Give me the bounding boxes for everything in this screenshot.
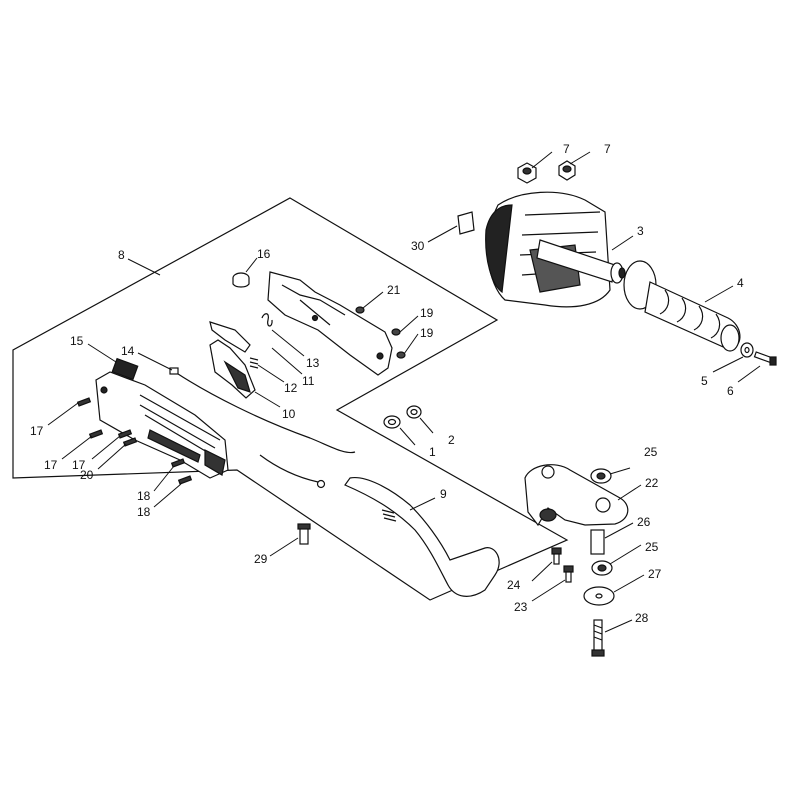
screw-6 (753, 351, 777, 366)
nut-7b (558, 160, 576, 181)
label-6: 6 (727, 384, 734, 398)
label-24: 24 (507, 578, 521, 592)
label-23: 23 (514, 600, 528, 614)
spring-12 (249, 357, 259, 369)
spacers-25 (590, 468, 613, 576)
label-1: 1 (429, 445, 436, 459)
nuts-19 (391, 328, 406, 359)
label-12: 12 (284, 381, 298, 395)
label-22: 22 (645, 476, 659, 490)
label-17a: 17 (30, 424, 44, 438)
hand-grip (623, 260, 741, 352)
label-19a: 19 (420, 306, 434, 320)
handle-housing-left (95, 371, 229, 479)
collars-1-2 (383, 405, 422, 429)
cap-16 (232, 272, 250, 288)
label-17b: 17 (44, 458, 58, 472)
label-28: 28 (635, 611, 649, 625)
loop-handle-9 (344, 476, 500, 597)
throttle-lever-11 (209, 321, 251, 353)
label-10: 10 (282, 407, 296, 421)
nut-7a (517, 162, 537, 184)
label-2: 2 (448, 433, 455, 447)
assembly-8-outline (12, 197, 569, 601)
screws-18 (170, 458, 193, 485)
leader-lines (47, 151, 761, 633)
label-17c: 17 (72, 458, 86, 472)
label-13: 13 (306, 356, 320, 370)
label-21: 21 (387, 283, 401, 297)
part-labels: 1 2 3 4 5 6 7 7 8 9 10 11 12 13 14 15 16… (30, 142, 744, 625)
label-4: 4 (737, 276, 744, 290)
bolts-23-24 (551, 547, 574, 583)
sleeve-26 (590, 529, 605, 555)
switch-15 (111, 357, 139, 381)
handle-housing-right (267, 271, 393, 376)
washer-27 (583, 586, 615, 606)
label-7b: 7 (604, 142, 611, 156)
label-27: 27 (648, 567, 662, 581)
nut-21 (355, 306, 365, 314)
label-7a: 7 (563, 142, 570, 156)
label-16: 16 (257, 247, 271, 261)
label-19b: 19 (420, 326, 434, 340)
bolt-29 (297, 523, 311, 545)
label-11: 11 (302, 374, 315, 388)
label-25b: 25 (645, 540, 659, 554)
drive-shaft (536, 239, 626, 284)
label-26: 26 (637, 515, 651, 529)
label-25a: 25 (644, 445, 658, 459)
label-15: 15 (70, 334, 84, 348)
wire-harness (259, 454, 326, 489)
washer-5 (740, 342, 754, 358)
label-18a: 18 (137, 489, 151, 503)
label-5: 5 (701, 374, 708, 388)
label-18b: 18 (137, 505, 151, 519)
bolt-28 (591, 619, 605, 657)
label-14: 14 (121, 344, 135, 358)
label-8: 8 (118, 248, 125, 262)
label-20: 20 (80, 468, 94, 482)
clamp-22 (524, 464, 629, 527)
throttle-cable-14 (169, 367, 356, 454)
label-3: 3 (637, 224, 644, 238)
label-9: 9 (440, 487, 447, 501)
label-sticker-30 (457, 211, 475, 235)
label-30: 30 (411, 239, 425, 253)
label-29: 29 (254, 552, 268, 566)
throttle-trigger-10 (209, 339, 256, 399)
spring-13 (261, 313, 273, 327)
screws-17-20 (76, 397, 138, 447)
